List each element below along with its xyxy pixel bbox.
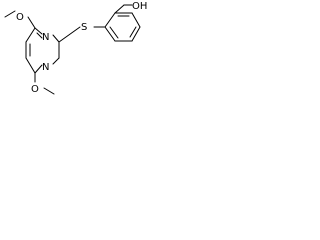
atom-o-bottom: O (31, 84, 39, 95)
bond-ar6-ar1 (104, 26, 116, 42)
bond-c2-n-upper (52, 34, 60, 43)
atom-oh: OH (132, 1, 147, 12)
bond-c2-s (58, 26, 81, 43)
bond-c6-c6a (25, 57, 36, 74)
bond-ar1-ar2 (104, 12, 116, 28)
atom-n-upper: N (42, 32, 49, 43)
bond-ar4-ar5-inner (129, 26, 137, 38)
atom-s: S (81, 22, 87, 33)
bond-ar6-ar1-inner (109, 26, 119, 39)
atom-n-lower: N (42, 62, 49, 73)
bond-c4-c5 (25, 27, 36, 43)
bond-n-upper-c4 (34, 27, 43, 35)
bond-o-bottom-methyl (43, 87, 55, 95)
bond-c6a-n-lower (34, 64, 43, 74)
bond-ar3-ar4 (131, 12, 141, 28)
bond-n-lower-c2 (52, 57, 60, 65)
chemical-structure-diagram: O N S OH N O (4, 1, 147, 95)
atom-o-top: O (16, 12, 24, 23)
bond-ar4-ar5 (131, 26, 141, 42)
bond-ar-ch2 (114, 4, 125, 14)
bond-methyl-o-top (4, 10, 16, 18)
bond-n-upper-c4-inner (36, 32, 43, 39)
bond-o-top-c4 (27, 16, 36, 29)
